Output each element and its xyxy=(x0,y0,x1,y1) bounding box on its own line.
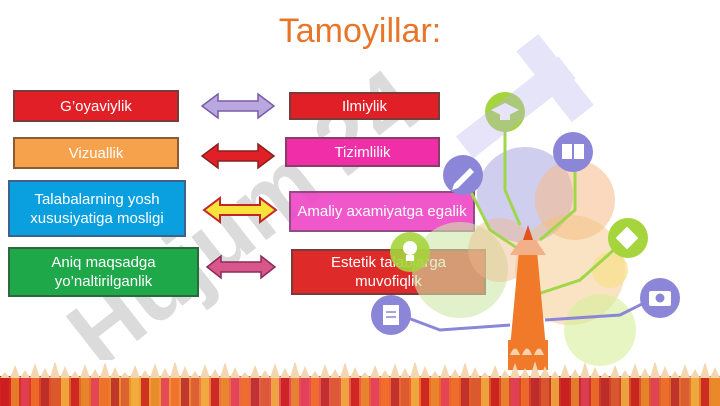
graduation-cap-icon xyxy=(485,92,525,132)
box-vizuallik: Vizuallik xyxy=(13,137,179,169)
pencil-icon xyxy=(443,155,483,195)
camera-icon xyxy=(640,278,680,318)
puzzle-icon xyxy=(608,218,648,258)
double-arrow-icon xyxy=(205,254,277,280)
box-label: G’oyaviylik xyxy=(60,97,132,115)
box-aniq-maqsad: Aniq maqsadga yo’naltirilganlik xyxy=(8,247,199,297)
box-ilmiylik: Ilmiylik xyxy=(289,92,440,120)
watermark-number-decoration xyxy=(456,34,594,159)
box-label: Talabalarning yosh xususiyatiga mosligi xyxy=(30,190,164,227)
colored-pencils-border xyxy=(0,362,720,406)
double-arrow-icon xyxy=(200,142,276,170)
box-label: Aniq maqsadga yo’naltirilganlik xyxy=(51,254,156,290)
lightbulb-icon xyxy=(390,232,430,272)
box-label: Ilmiylik xyxy=(342,97,387,115)
page-title: Tamoyillar: xyxy=(278,12,442,50)
box-label: Amaliy axamiyatga egalik xyxy=(297,203,467,220)
double-arrow-icon xyxy=(202,196,278,224)
box-label: Vizuallik xyxy=(68,144,124,162)
education-tree-illustration xyxy=(371,92,680,370)
book-icon xyxy=(553,132,593,172)
notepad-icon xyxy=(371,295,411,335)
box-goyaviylik: G’oyaviylik xyxy=(13,90,179,122)
box-label: Tizimlilik xyxy=(334,143,391,161)
box-tizimlilik: Tizimlilik xyxy=(285,137,440,167)
box-amaliy-axamiyat: Amaliy axamiyatga egalik xyxy=(289,191,475,232)
box-yosh-xususiyati: Talabalarning yosh xususiyatiga mosligi xyxy=(8,180,186,237)
double-arrow-icon xyxy=(200,92,276,120)
